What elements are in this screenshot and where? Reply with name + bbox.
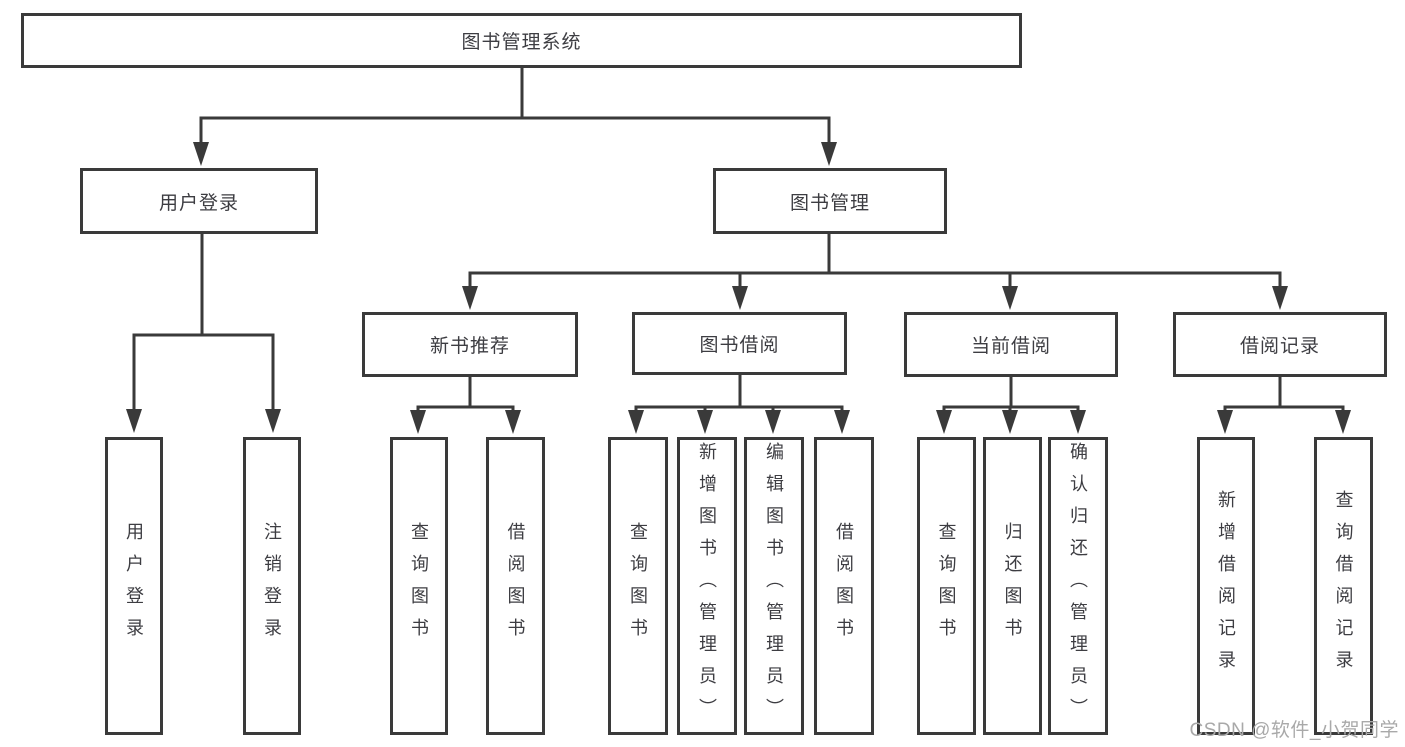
leaf-add-borrow-record: 新增借阅记录	[1197, 437, 1255, 735]
watermark: CSDN @软件_小贺同学	[1189, 720, 1399, 741]
leaf-query-borrow-record-label: 查询借阅记录	[1333, 490, 1354, 682]
leaf-query-books-borrowing-label: 查询图书	[628, 522, 648, 650]
node-user-login-label: 用户登录	[158, 192, 239, 214]
connector-book-borrow-branch	[628, 373, 850, 434]
leaf-query-borrow-record: 查询借阅记录	[1314, 437, 1373, 735]
leaf-query-books-borrowing: 查询图书	[608, 437, 668, 735]
connector-root-to-level2	[193, 66, 837, 166]
leaf-confirm-return-admin-label: 确认归还（管理员）	[1068, 442, 1088, 730]
node-new-book-recommend: 新书推荐	[362, 312, 578, 377]
leaf-edit-books-admin: 编辑图书（管理员）	[744, 437, 804, 735]
leaf-borrow-books-borrowing-label: 借阅图书	[834, 522, 854, 650]
leaf-user-login: 用户登录	[105, 437, 163, 735]
node-new-book-recommend-label: 新书推荐	[429, 336, 510, 357]
connector-current-borrow-branch	[936, 375, 1086, 434]
connector-book-mgmt-to-level3	[462, 232, 1288, 310]
leaf-return-books-label: 归还图书	[1002, 522, 1023, 650]
leaf-logout-label: 注销登录	[262, 522, 282, 650]
node-root: 图书管理系统	[21, 13, 1022, 68]
node-current-borrowing: 当前借阅	[904, 312, 1118, 377]
connector-borrow-records-branch	[1217, 375, 1351, 434]
leaf-query-books-recommend-label: 查询图书	[409, 522, 429, 650]
leaf-edit-books-admin-label: 编辑图书（管理员）	[764, 442, 784, 730]
node-borrow-records-label: 借阅记录	[1239, 336, 1320, 357]
leaf-query-books-recommend: 查询图书	[390, 437, 448, 735]
leaf-borrow-books-borrowing: 借阅图书	[814, 437, 874, 735]
node-book-borrowing-label: 图书借阅	[699, 335, 780, 356]
leaf-add-books-admin-label: 新增图书（管理员）	[697, 442, 717, 730]
node-borrow-records: 借阅记录	[1173, 312, 1387, 377]
node-book-borrowing: 图书借阅	[632, 312, 847, 375]
leaf-add-books-admin: 新增图书（管理员）	[677, 437, 737, 735]
node-book-management: 图书管理	[713, 168, 947, 234]
node-user-login: 用户登录	[80, 168, 318, 234]
leaf-logout: 注销登录	[243, 437, 301, 735]
connector-user-login-branch	[126, 232, 281, 433]
leaf-borrow-books-recommend-label: 借阅图书	[505, 522, 526, 650]
leaf-confirm-return-admin: 确认归还（管理员）	[1048, 437, 1108, 735]
connector-new-book-rec-branch	[410, 375, 521, 434]
node-root-label: 图书管理系统	[461, 32, 582, 53]
leaf-query-books-current: 查询图书	[917, 437, 976, 735]
leaf-add-borrow-record-label: 新增借阅记录	[1216, 490, 1236, 682]
leaf-return-books: 归还图书	[983, 437, 1042, 735]
leaf-user-login-label: 用户登录	[124, 522, 144, 650]
leaf-query-books-current-label: 查询图书	[936, 522, 957, 650]
node-book-management-label: 图书管理	[789, 192, 870, 214]
leaf-borrow-books-recommend: 借阅图书	[486, 437, 545, 735]
node-current-borrowing-label: 当前借阅	[970, 336, 1051, 357]
